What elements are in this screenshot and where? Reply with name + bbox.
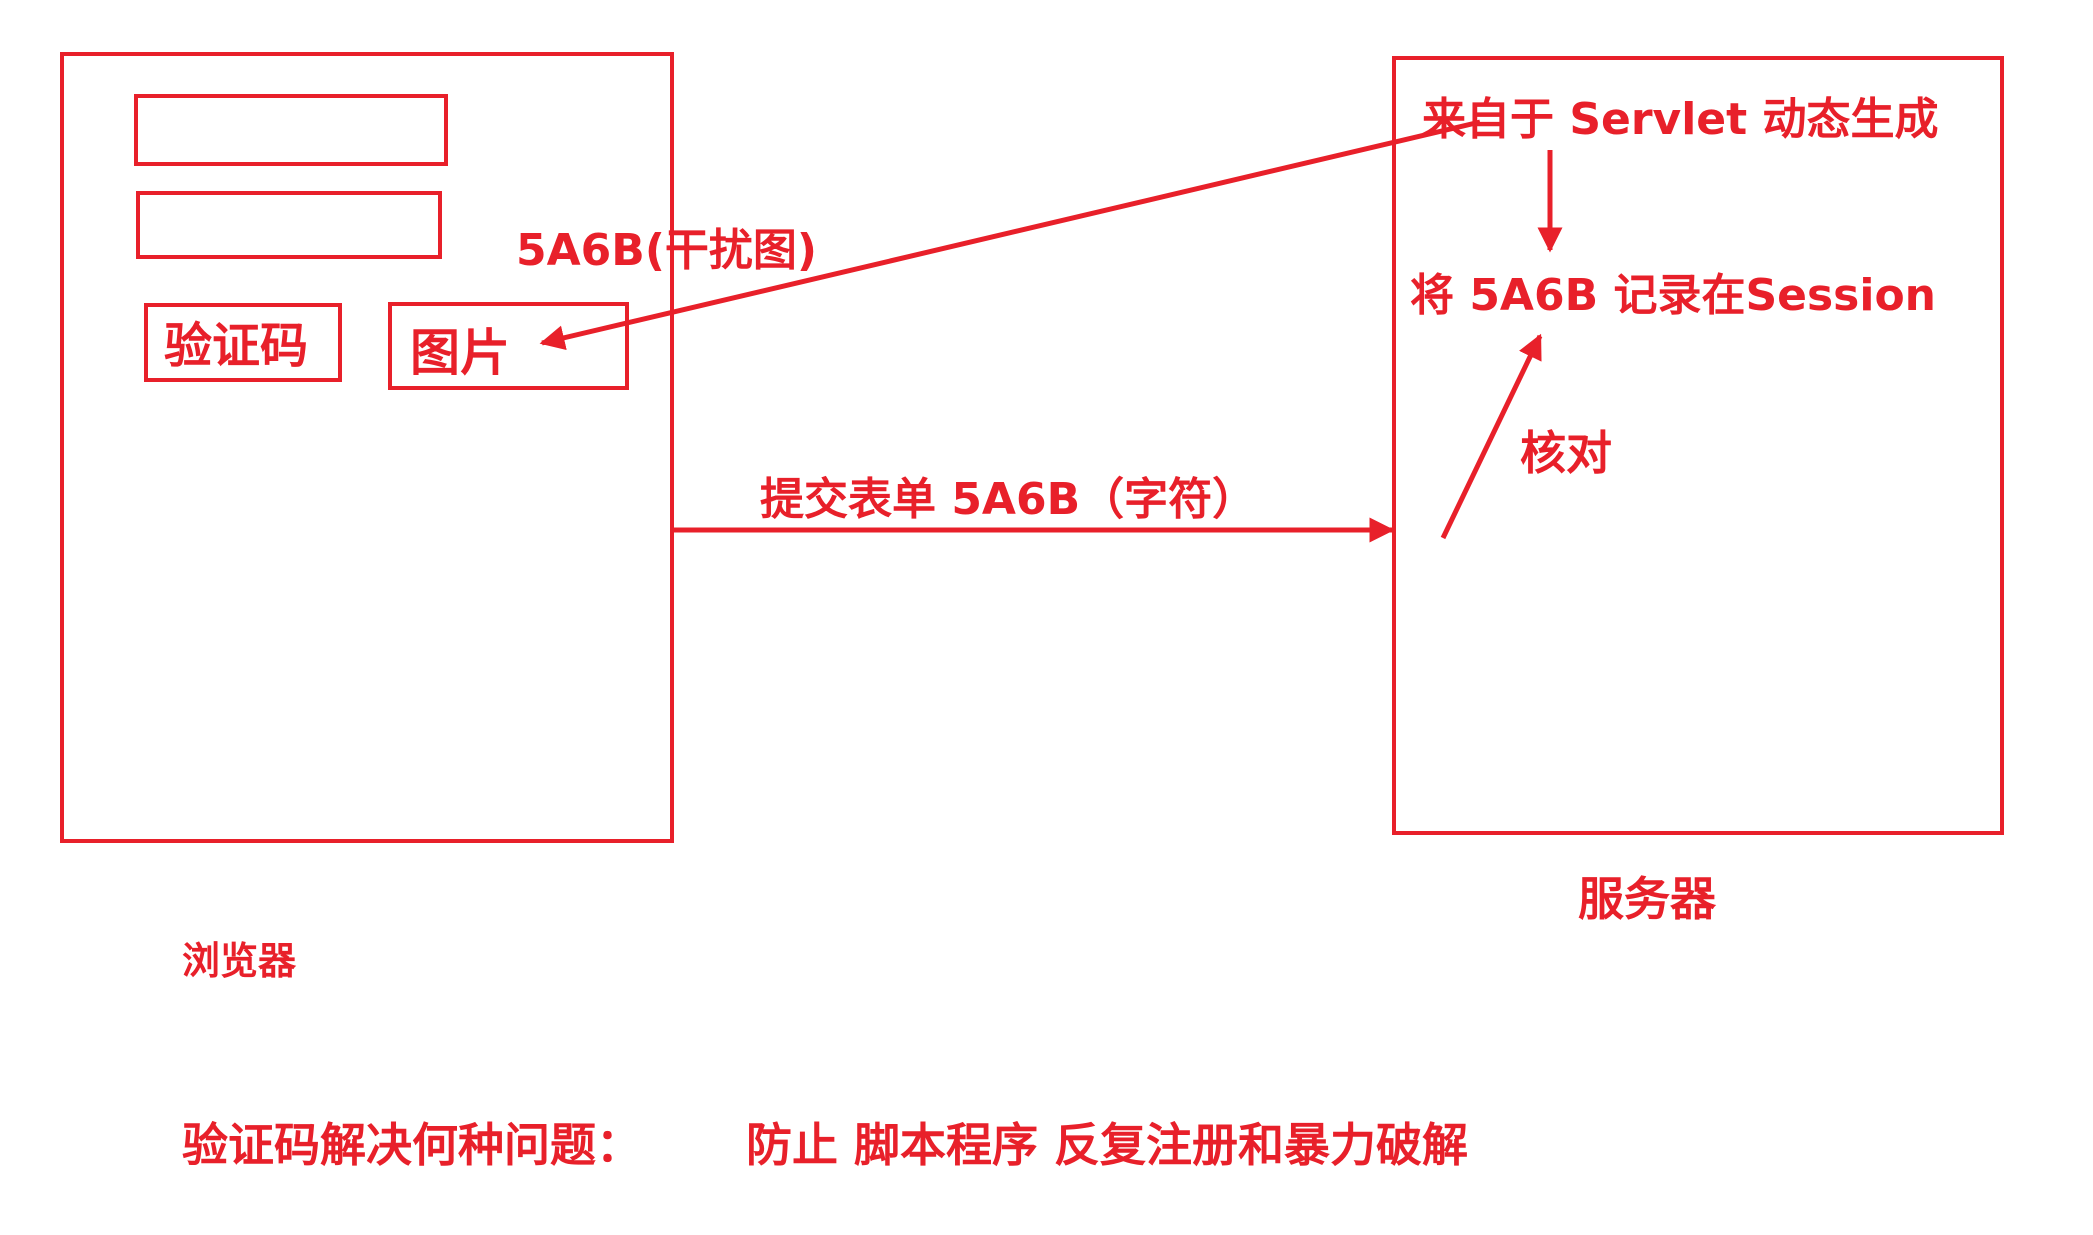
browser-caption: 浏览器 xyxy=(182,939,297,983)
server-caption: 服务器 xyxy=(1578,872,1716,926)
session-record-text: 将 5A6B 记录在Session xyxy=(1410,270,1937,321)
captcha-label: 验证码 xyxy=(164,318,309,374)
submit-arrow-label: 提交表单 5A6B（字符） xyxy=(760,474,1257,525)
servlet-source-text: 来自于 Servlet 动态生成 xyxy=(1422,94,1939,145)
verify-arrow xyxy=(1440,333,1543,540)
username-input-box xyxy=(134,94,448,166)
captcha-label-box xyxy=(144,303,342,382)
password-input-box xyxy=(136,191,442,259)
image-arrow-label: 5A6B(干扰图) xyxy=(516,225,818,276)
verify-label: 核对 xyxy=(1520,426,1612,480)
server-box xyxy=(1392,56,2004,835)
footer-question: 验证码解决何种问题： xyxy=(182,1118,642,1172)
browser-box xyxy=(60,52,674,843)
captcha-image-box xyxy=(388,302,629,390)
footer-answer: 防止 脚本程序 反复注册和暴力破解 xyxy=(746,1118,1469,1172)
image-arrow xyxy=(539,119,1481,351)
captcha-image-label: 图片 xyxy=(410,324,510,382)
